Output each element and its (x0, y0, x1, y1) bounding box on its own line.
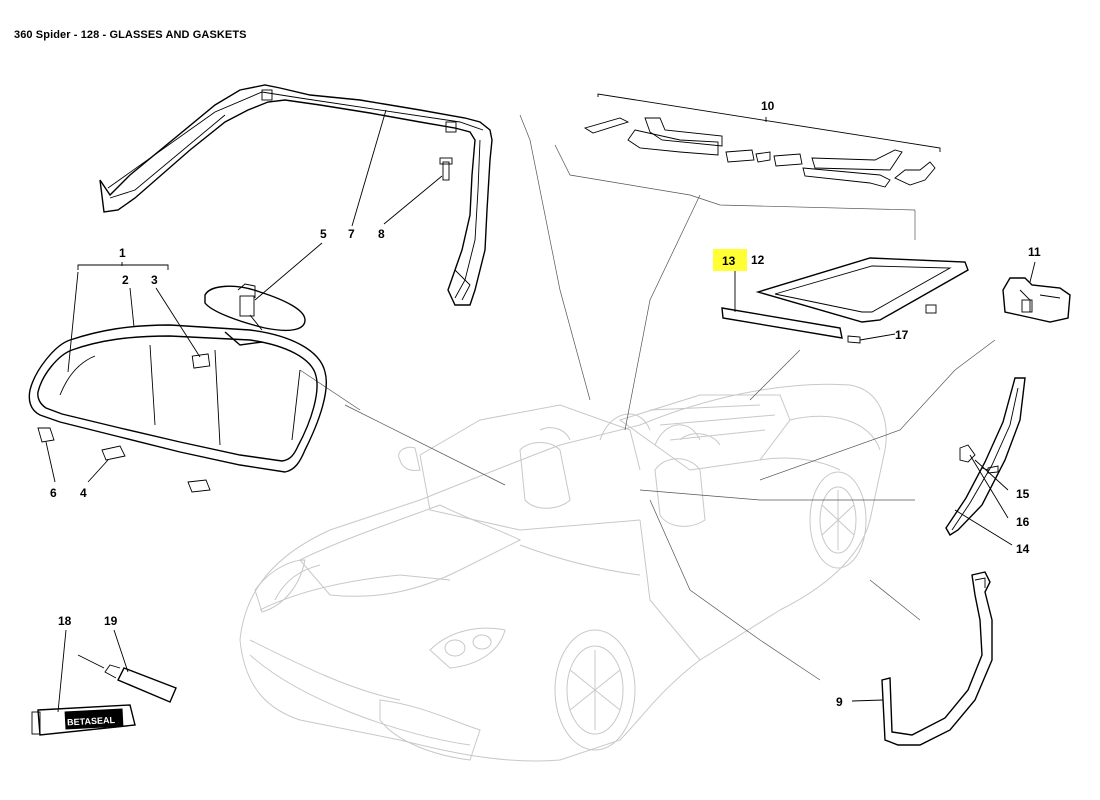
car-reference-lines (299, 114, 996, 681)
label-part-6[interactable]: 6 (50, 486, 57, 500)
label-part-1[interactable]: 1 (119, 246, 126, 260)
part-16-clip[interactable] (959, 444, 976, 463)
label-part-10[interactable]: 10 (761, 99, 775, 113)
part-number-labels[interactable]: 1 2 3 4 5 6 7 8 9 10 11 12 13 14 15 16 1… (50, 99, 1041, 709)
part-18-sealant-cartridge[interactable]: BETASEAL (31, 704, 136, 736)
part-19-sealant-nozzle[interactable] (77, 654, 177, 703)
label-part-3[interactable]: 3 (151, 273, 158, 287)
part-17-small-clip[interactable] (847, 335, 861, 344)
part-11-bracket[interactable] (1002, 277, 1071, 323)
part-10-seal-strips[interactable] (583, 93, 941, 188)
label-part-19[interactable]: 19 (104, 614, 118, 628)
part-12-rear-glass[interactable] (755, 257, 969, 323)
leader-lines (45, 109, 1036, 713)
part-4-clip[interactable] (101, 445, 126, 461)
part-1-windshield[interactable] (28, 262, 327, 473)
label-part-18[interactable]: 18 (58, 614, 72, 628)
part-7-windshield-frame[interactable] (99, 84, 493, 306)
windshield-sensor-clip[interactable] (187, 479, 211, 493)
label-part-5[interactable]: 5 (320, 227, 327, 241)
label-part-7[interactable]: 7 (348, 227, 355, 241)
highlight-part-13 (713, 249, 747, 271)
car-body-outline (239, 383, 887, 762)
part-5-rear-mirror[interactable] (204, 283, 306, 332)
part-6-clip[interactable] (37, 427, 55, 443)
label-part-11[interactable]: 11 (1028, 245, 1041, 259)
part-9-door-seal[interactable] (881, 571, 993, 746)
label-part-2[interactable]: 2 (122, 273, 129, 287)
betaseal-logo-text: BETASEAL (67, 715, 116, 728)
part-15-screw[interactable] (981, 465, 999, 474)
part-14-side-strip[interactable] (945, 377, 1026, 536)
label-part-13[interactable]: 13 (722, 254, 736, 268)
page-title: 360 Spider - 128 - GLASSES AND GASKETS (14, 29, 247, 41)
label-part-8[interactable]: 8 (378, 227, 385, 241)
label-part-14[interactable]: 14 (1016, 542, 1030, 556)
part-13-gasket-strip[interactable] (721, 307, 843, 339)
label-part-9[interactable]: 9 (836, 695, 843, 709)
part-8-bolt[interactable] (439, 157, 453, 181)
label-part-4[interactable]: 4 (80, 486, 87, 500)
label-part-12[interactable]: 12 (751, 253, 765, 267)
label-part-15[interactable]: 15 (1016, 487, 1030, 501)
label-part-17[interactable]: 17 (895, 328, 909, 342)
label-part-16[interactable]: 16 (1016, 515, 1030, 529)
